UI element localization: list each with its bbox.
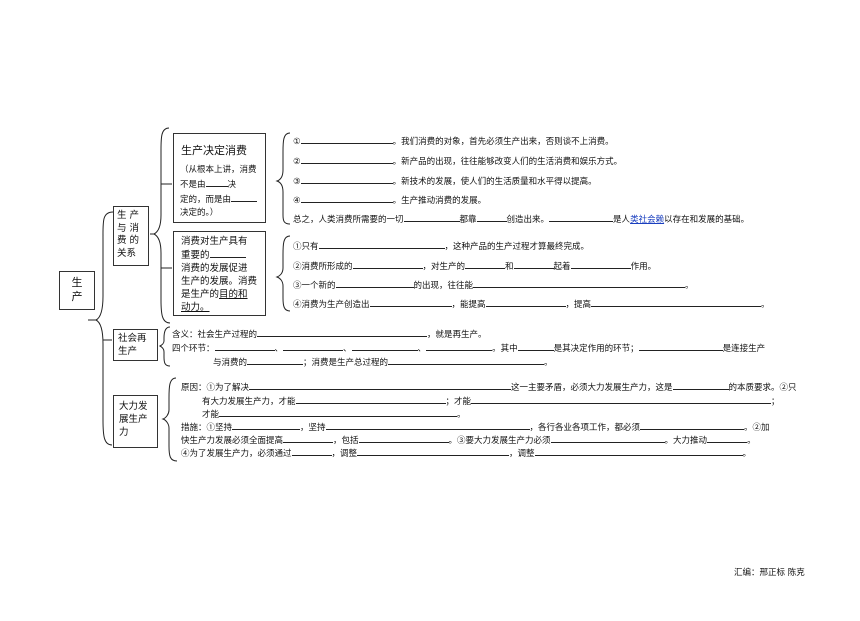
decide-note: （从根本上讲，消费 不是由 决 定的，而是由 决定的。） bbox=[180, 164, 258, 220]
decide-note-l2b: 决 bbox=[227, 180, 237, 190]
dev-measure-1: 措施：①坚持，坚持，各行各业各项工作，都必须。②加 bbox=[181, 420, 770, 434]
reproduction-links: 四个环节：、、、。其中是其决定作用的环节；是连接生产 bbox=[172, 341, 765, 355]
decide-note-l3a: 定的，而是由 bbox=[180, 195, 232, 205]
decide-summary: 总之，人类消费所需要的一切都靠创造出来。是人类社会赖以存在和发展的基础。 bbox=[293, 212, 749, 226]
branch-reproduction-label: 社会再 生产 bbox=[118, 333, 147, 357]
react-line1: 消费对生产具有 bbox=[181, 236, 248, 247]
react-line4: 生产的发展。消费 bbox=[181, 276, 258, 287]
react-item-2: ②消费所形成的，对生产的和起着作用。 bbox=[293, 259, 656, 273]
decide-box: 生产决定消费 （从根本上讲，消费 不是由 决 定的，而是由 决定的。） bbox=[173, 133, 266, 223]
branch-reproduction-box: 社会再 生产 bbox=[113, 329, 158, 361]
react-line6: 动力。 bbox=[181, 302, 210, 313]
decide-item-4: ④。生产推动消费的发展。 bbox=[293, 193, 486, 207]
react-line3: 消费的发展促进 bbox=[181, 263, 248, 274]
react-item-3: ③一个新的的出现，往往能。 bbox=[293, 278, 694, 292]
react-item-1: ①只有，这种产品的生产过程才算最终完成。 bbox=[293, 239, 589, 253]
dev-reason-1: 原因：①为了解决这一主要矛盾，必须大力发展生产力，这是的本质要求。②只 bbox=[181, 380, 797, 394]
react-line2: 重要的 bbox=[181, 250, 210, 261]
dev-measure-2: 快生产力发展必须全面提高，包括。③要大力发展生产力必须。大力推动。 bbox=[181, 433, 756, 447]
branch-consumption-label: 生 产 与 消 费 的 关系 bbox=[117, 210, 140, 259]
reproduction-links-2: 与消费的；消费是生产总过程的。 bbox=[213, 355, 553, 369]
react-line5b: 目的和 bbox=[219, 289, 248, 300]
decide-note-l2a: 不是由 bbox=[180, 180, 206, 190]
react-box: 消费对生产具有 重要的 消费的发展促进 生产的发展。消费 是生产的目的和 动力。 bbox=[173, 231, 266, 316]
react-line5a: 是生产的 bbox=[181, 289, 220, 300]
branch-consumption-box: 生 产 与 消 费 的 关系 bbox=[113, 206, 149, 266]
decide-title: 生产决定消费 bbox=[181, 144, 247, 157]
decide-item-1: ①。我们消费的对象，首先必须生产出来，否则谈不上消费。 bbox=[293, 134, 614, 148]
branch-development-label: 大力发 展生产 力 bbox=[119, 401, 148, 438]
footer-credit: 汇编：邢正标 陈克 bbox=[734, 568, 805, 578]
dev-reason-3: 才能。 bbox=[202, 407, 466, 421]
root-box: 生 产 bbox=[59, 271, 95, 310]
decide-item-3: ③。新技术的发展，使人们的生活质量和水平得以提高。 bbox=[293, 174, 597, 188]
react-item-4: ④消费为生产创造出，能提高，提高。 bbox=[293, 297, 770, 311]
decide-note-line1: （从根本上讲，消费 bbox=[180, 165, 257, 175]
summary-link[interactable]: 类社会赖 bbox=[630, 215, 665, 225]
reproduction-meaning: 含义：社会生产过程的，就是再生产。 bbox=[172, 327, 487, 341]
decide-note-line4: 决定的。） bbox=[180, 208, 219, 218]
branch-development-box: 大力发 展生产 力 bbox=[113, 395, 158, 448]
decide-item-2: ②。新产品的出现，往往能够改变人们的生活消费和娱乐方式。 bbox=[293, 154, 622, 168]
dev-measure-3: ④为了发展生产力，必须通过，调整，调整。 bbox=[181, 446, 751, 460]
root-label: 生 产 bbox=[71, 276, 83, 303]
dev-reason-2: 有大力发展生产力，才能；才能； bbox=[202, 394, 780, 408]
